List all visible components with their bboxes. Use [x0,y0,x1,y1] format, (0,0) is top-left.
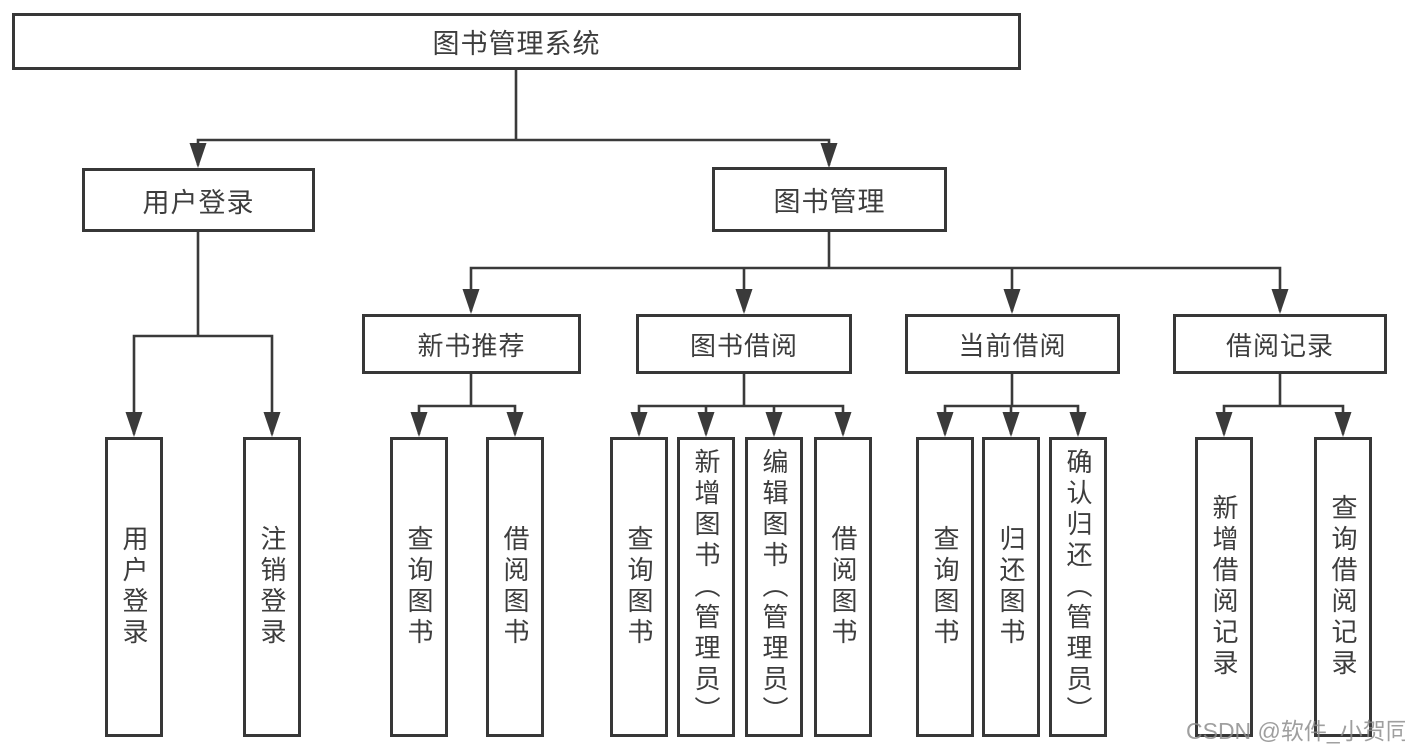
node-book-mgmt: 图书管理 [712,167,947,232]
leaf-book-borrow-3-label: 编辑图书（管理员） [759,447,789,727]
leaf-borrow-records-1-label: 新增借阅记录 [1209,494,1239,680]
leaf-new-book-rec-1: 查询图书 [390,437,448,737]
leaf-current-borrow-1: 查询图书 [916,437,974,737]
leaf-borrow-records-2-label: 查询借阅记录 [1328,494,1358,680]
leaf-borrow-records-2: 查询借阅记录 [1314,437,1372,737]
leaf-current-borrow-2: 归还图书 [982,437,1040,737]
connector-borrow-records-to-leaves [1215,372,1352,437]
leaf-book-borrow-4-label: 借阅图书 [828,525,858,649]
connector-book-borrow-to-leaves [630,372,852,437]
leaf-current-borrow-2-label: 归还图书 [996,525,1026,649]
node-borrow-records-label: 借阅记录 [1225,330,1334,361]
node-borrow-records: 借阅记录 [1173,314,1387,374]
leaf-book-borrow-1: 查询图书 [610,437,668,737]
leaf-current-borrow-1-label: 查询图书 [930,525,960,649]
leaf-user-login-1-label: 用户登录 [119,525,149,649]
leaf-book-borrow-3: 编辑图书（管理员） [745,437,803,737]
leaf-new-book-rec-1-label: 查询图书 [404,525,434,649]
leaf-book-borrow-4: 借阅图书 [814,437,872,737]
leaf-current-borrow-3-label: 确认归还（管理员） [1063,447,1093,727]
csdn-watermark: CSDN @软件_小贺同学 [1186,718,1405,744]
connector-current-borrow-to-leaves [936,372,1087,437]
node-root: 图书管理系统 [12,13,1021,70]
node-book-borrow: 图书借阅 [636,314,852,374]
node-new-book-rec: 新书推荐 [362,314,581,374]
node-user-login-label: 用户登录 [142,187,255,218]
leaf-book-borrow-1-label: 查询图书 [624,525,654,649]
leaf-user-login-2: 注销登录 [243,437,301,737]
node-user-login: 用户登录 [82,168,315,232]
leaf-borrow-records-1: 新增借阅记录 [1195,437,1253,737]
leaf-user-login-2-label: 注销登录 [257,525,287,649]
leaf-user-login-1: 用户登录 [105,437,163,737]
leaf-book-borrow-2: 新增图书（管理员） [677,437,735,737]
leaf-new-book-rec-2-label: 借阅图书 [500,525,530,649]
node-root-label: 图书管理系统 [432,29,601,59]
node-current-borrow: 当前借阅 [905,314,1120,374]
leaf-new-book-rec-2: 借阅图书 [486,437,544,737]
node-book-mgmt-label: 图书管理 [773,187,886,217]
node-new-book-rec-label: 新书推荐 [417,330,526,361]
node-current-borrow-label: 当前借阅 [958,330,1067,361]
connector-new-book-rec-to-leaves [410,372,524,437]
connector-user-login-to-leaves [125,230,281,437]
connector-book-mgmt-to-level3 [462,230,1289,314]
connector-root-to-level2 [189,67,838,168]
leaf-current-borrow-3: 确认归还（管理员） [1049,437,1107,737]
node-book-borrow-label: 图书借阅 [689,330,798,361]
leaf-book-borrow-2-label: 新增图书（管理员） [691,447,721,727]
